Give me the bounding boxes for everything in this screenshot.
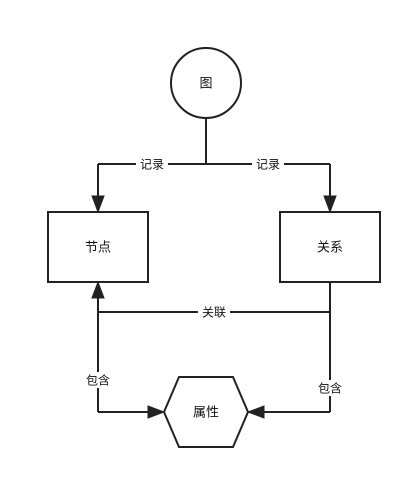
edge-label-associate: 关联 (202, 306, 226, 320)
arrowhead-contain-left (147, 405, 166, 419)
node-box (47, 211, 149, 283)
relation-box (279, 211, 381, 283)
attribute-hexagon (162, 376, 250, 448)
node-label: 节点 (85, 241, 111, 256)
arrowhead-to-node (91, 195, 105, 214)
edge-labels: 记录 记录 关联 包含 包含 (82, 156, 346, 396)
arrowhead-contain-right (246, 405, 265, 419)
arrowhead-associate-to-node (91, 280, 105, 299)
edge-label-record-left: 记录 (140, 158, 164, 172)
graph-circle (170, 47, 242, 119)
arrowhead-to-relation (323, 195, 337, 214)
attribute-label: 属性 (193, 406, 219, 421)
edge-label-contain-right: 包含 (318, 381, 342, 396)
relation-label: 关系 (317, 241, 343, 256)
edge-label-contain-left: 包含 (86, 373, 110, 388)
node-node: 节点 (47, 211, 149, 283)
graph-label: 图 (199, 77, 212, 92)
node-attribute: 属性 (162, 376, 250, 448)
node-relation: 关系 (279, 211, 381, 283)
edge-label-record-right: 记录 (256, 158, 280, 172)
node-graph: 图 (170, 47, 242, 119)
